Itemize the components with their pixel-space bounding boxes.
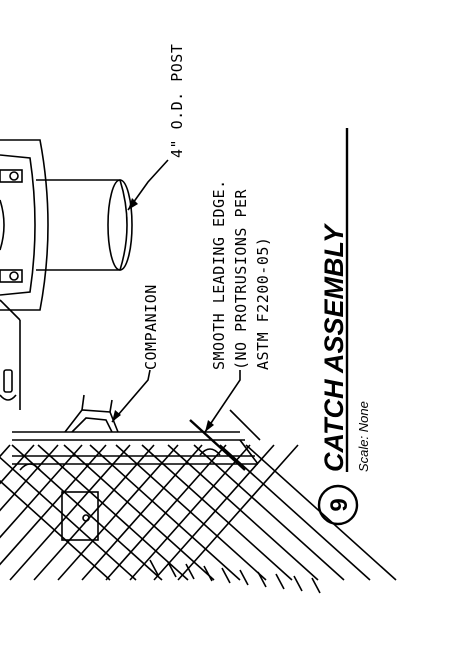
mesh-wire (153, 444, 275, 581)
mesh-wire (141, 444, 293, 581)
edge-note-line1: SMOOTH LEADING EDGE. (210, 179, 228, 370)
mesh-wire (0, 444, 107, 566)
scale-note: Scale: None (356, 401, 371, 472)
mesh-wire (293, 575, 303, 592)
mesh-wire (0, 444, 35, 485)
companion-label: COMPANION (142, 284, 160, 370)
mesh-wire (0, 456, 137, 581)
latch-plate (0, 299, 221, 541)
mesh-wire (275, 573, 285, 590)
detail-number-circle (317, 484, 359, 526)
mesh-wire (57, 444, 179, 581)
edge-note-line2: (NO PROTRUSIONS PER (232, 188, 250, 370)
leader-lines (111, 159, 241, 433)
mesh-wire (105, 444, 227, 581)
mesh-wire (219, 444, 371, 581)
mesh-wire (257, 571, 267, 588)
mesh-wire (0, 444, 83, 539)
mesh-wire (221, 567, 231, 584)
mesh-wire (0, 479, 111, 581)
mesh-wire (81, 444, 203, 581)
mesh-wire (9, 444, 131, 581)
drawing-title: CATCH ASSEMBLY (319, 222, 349, 472)
gate-frame-rails (12, 409, 261, 471)
edge-note-line3: ASTM F2200-05) (254, 237, 272, 370)
mesh-wire (193, 444, 345, 581)
mesh-wire (177, 444, 299, 581)
post-label: 4" O.D. POST (168, 44, 186, 158)
mesh-wire (239, 569, 249, 586)
round-post (0, 139, 133, 311)
mesh-wire (63, 444, 215, 581)
mesh-wire (185, 563, 195, 580)
mesh-wire (203, 565, 213, 582)
mesh-wire (167, 444, 319, 581)
title-block: 9 CATCH ASSEMBLY Scale: None (317, 128, 371, 526)
mesh-wire (311, 577, 321, 594)
mesh-wire (167, 561, 177, 578)
companion-bracket (64, 394, 119, 433)
mesh-wire (129, 444, 251, 581)
detail-number: 9 (326, 498, 353, 511)
mesh-wire (149, 559, 159, 576)
mesh-wire (33, 444, 155, 581)
